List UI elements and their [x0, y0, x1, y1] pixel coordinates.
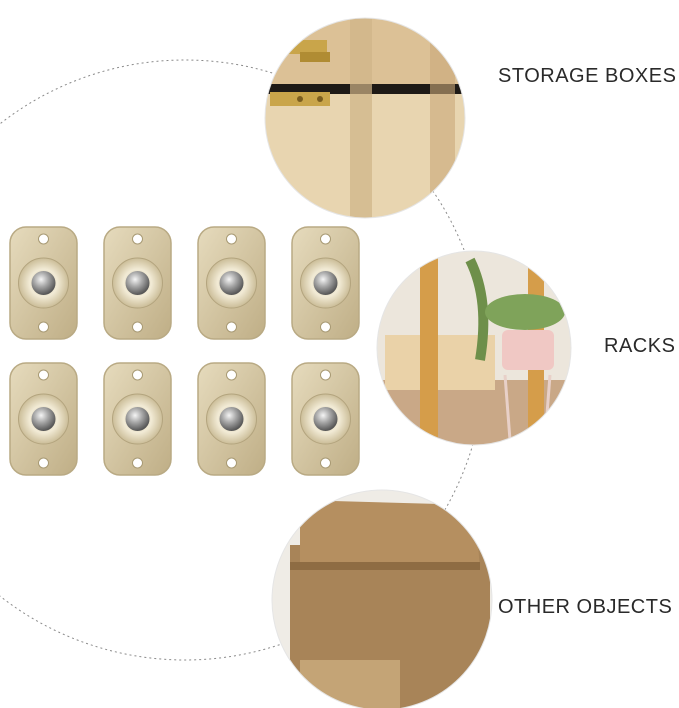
ball-caster-plate	[197, 226, 266, 340]
storage-boxes-label: STORAGE BOXES	[498, 65, 677, 87]
ball-caster-plate	[103, 362, 172, 476]
other-objects-label: OTHER OBJECTS	[498, 596, 673, 618]
ball-caster-plate	[197, 362, 266, 476]
ball-caster-plate	[291, 362, 360, 476]
ball-caster-plate	[9, 362, 78, 476]
ball-caster-plate	[291, 226, 360, 340]
ball-caster-plate	[9, 226, 78, 340]
storage-boxes-photo	[265, 18, 465, 218]
racks-label: RACKS	[604, 335, 676, 357]
other-objects-photo	[272, 490, 492, 708]
ball-caster-grid	[9, 226, 360, 476]
ball-caster-plate	[103, 226, 172, 340]
